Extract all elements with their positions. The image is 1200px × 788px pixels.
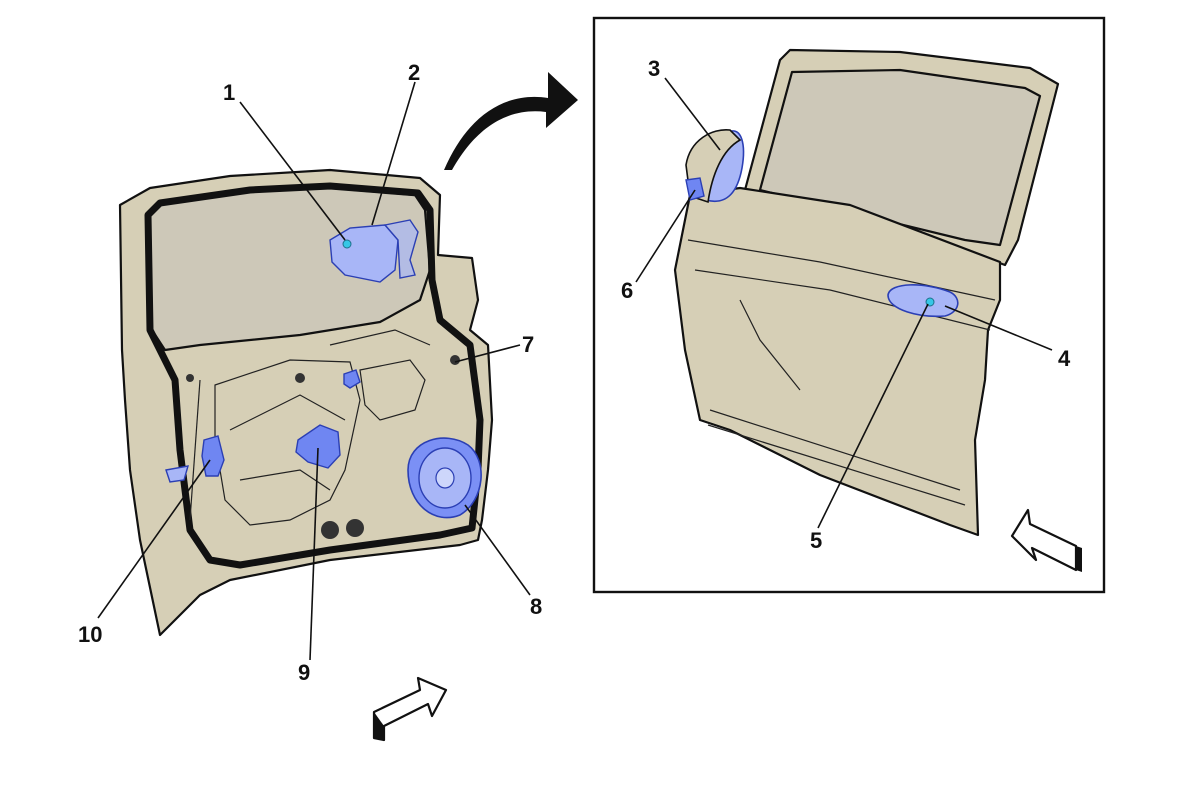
part-4-door-handle — [887, 284, 959, 318]
callout-4: 4 — [1058, 346, 1071, 371]
curved-arrow-icon — [444, 72, 578, 170]
sill-line — [709, 409, 961, 491]
exterior-door-skin — [673, 186, 1002, 537]
callout-6: 6 — [621, 278, 633, 303]
part-7-latch-clip — [343, 369, 361, 389]
part-1-marker — [342, 239, 352, 249]
view-direction-arrow-icon — [1010, 508, 1082, 572]
panel-grommet — [346, 519, 364, 537]
inner-panel-detail — [239, 469, 331, 491]
interior-door-view — [118, 168, 494, 637]
view-direction-arrow-icon — [372, 676, 448, 742]
part-6-mirror-base-light — [685, 177, 705, 201]
inner-panel-opening-upper — [359, 359, 426, 421]
inner-panel-detail — [189, 379, 201, 521]
exterior-view-frame — [592, 16, 1106, 594]
part-10-door-module — [201, 435, 225, 477]
callout-labels: 1 2 3 4 5 6 7 8 9 10 — [78, 56, 1071, 685]
sill-line — [707, 424, 966, 506]
panel-fastener — [186, 374, 194, 382]
panel-fastener — [450, 355, 460, 365]
part-9-window-regulator-motor — [295, 424, 341, 469]
panel-grommet — [321, 521, 339, 539]
part-1-mirror-glass-sensor — [329, 224, 399, 283]
part-8-speaker-center — [435, 467, 455, 489]
inner-panel-opening — [214, 359, 361, 526]
callout-2: 2 — [408, 60, 420, 85]
part-2-mirror-housing — [383, 219, 419, 279]
callout-7: 7 — [522, 332, 534, 357]
exterior-door-view — [673, 48, 1060, 537]
callout-9: 9 — [298, 660, 310, 685]
panel-fastener — [295, 373, 305, 383]
callout-3: 3 — [648, 56, 660, 81]
inner-panel-detail — [229, 394, 346, 431]
callout-1: 1 — [223, 80, 235, 105]
callout-10: 10 — [78, 622, 102, 647]
leader-lines — [97, 77, 1053, 661]
part-10-bracket — [165, 465, 189, 483]
inner-panel-detail — [329, 329, 431, 346]
body-crease — [739, 299, 801, 391]
callout-8: 8 — [530, 594, 542, 619]
callout-5: 5 — [810, 528, 822, 553]
